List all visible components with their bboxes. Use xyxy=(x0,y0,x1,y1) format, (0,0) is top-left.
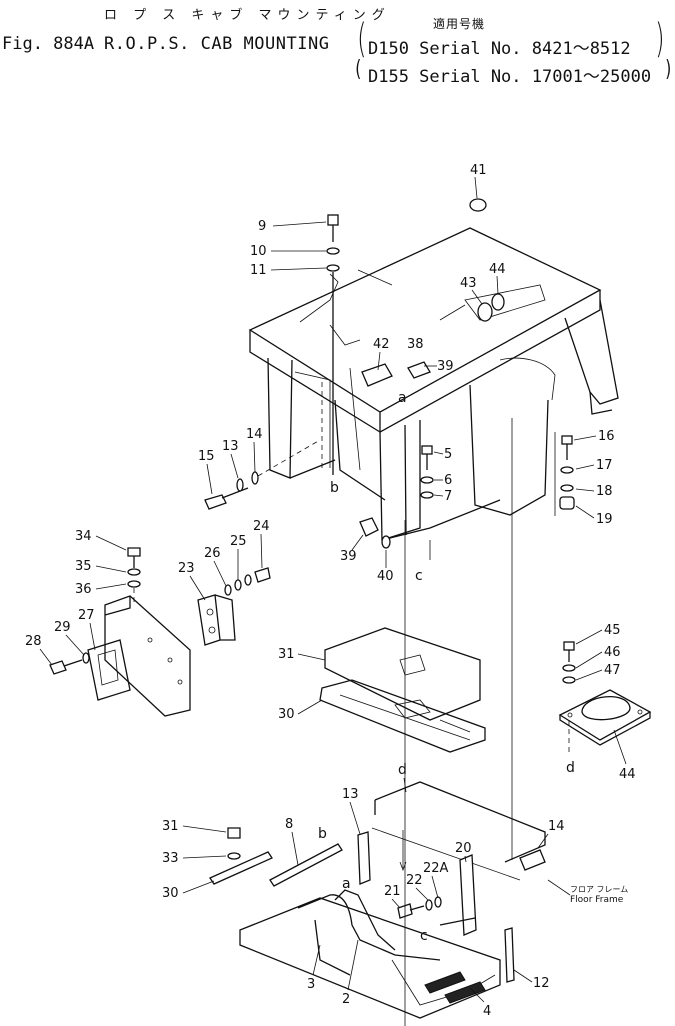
callout-39-bottom: 39 xyxy=(340,549,357,564)
ref-d-bottom: d xyxy=(398,762,407,778)
roof-bolt-stack xyxy=(326,214,340,475)
bracket-left: ( xyxy=(357,16,367,62)
callout-23: 23 xyxy=(178,561,195,576)
callout-17-right: 17 xyxy=(596,458,613,473)
callout-42: 42 xyxy=(373,337,390,352)
cushion-39-40 xyxy=(359,517,391,549)
callout-4: 4 xyxy=(483,1004,491,1019)
callout-26: 26 xyxy=(204,546,221,561)
floor-frame-label: フロア フレーム Floor Frame xyxy=(570,885,628,905)
callout-40-top: 39 xyxy=(437,359,454,374)
callout-28: 28 xyxy=(25,634,42,649)
floor-frame-drawing xyxy=(209,781,546,1019)
ref-c-top: c xyxy=(415,568,423,584)
callout-38: 36 xyxy=(75,582,92,597)
bracket-right: ) xyxy=(655,16,665,62)
callout-40-bottom: 40 xyxy=(377,569,394,584)
callout-5: 5 xyxy=(444,447,452,462)
callout-15: 15 xyxy=(198,449,215,464)
ref-a-top: a xyxy=(398,390,407,406)
callout-25: 25 xyxy=(230,534,247,549)
japanese-title: ロ プ ス キャブ マウンティング xyxy=(104,8,391,23)
bracket-27-assembly xyxy=(49,547,191,717)
japanese-applicable-models: 適用号機 xyxy=(433,17,486,31)
figure-title: R.O.P.S. CAB MOUNTING xyxy=(104,34,330,54)
callout-27: 27 xyxy=(78,608,95,623)
callout-10: 10 xyxy=(250,244,267,259)
callout-12: 12 xyxy=(533,976,550,991)
callout-29: 29 xyxy=(54,620,71,635)
ref-b-top: b xyxy=(330,480,339,496)
callout-35: 33 xyxy=(162,851,179,866)
rops-cab-drawing xyxy=(248,198,619,546)
callout-48: 47 xyxy=(604,663,621,678)
ref-a-bottom: a xyxy=(342,876,351,892)
callout-8: 8 xyxy=(285,817,293,832)
callout-34: 31 xyxy=(162,819,179,834)
callout-36: 34 xyxy=(75,529,92,544)
ref-b-bottom: b xyxy=(318,826,327,842)
callout-labels: 41 9 10 11 43 44 38 39 42 16 17 18 19 5 … xyxy=(25,163,636,1019)
callout-11: 11 xyxy=(250,263,267,278)
callout-13: 13 xyxy=(342,787,359,802)
serial-range-d150: D150 Serial No. 8421～8512 xyxy=(368,39,631,59)
callout-45: 44 xyxy=(619,767,636,782)
callout-16: 16 xyxy=(598,429,615,444)
callout-18-right: 18 xyxy=(596,484,613,499)
figure-header: ロ プ ス キャブ マウンティング 適用号機 Fig. 884A R.O.P.S… xyxy=(0,0,675,90)
callout-24: 24 xyxy=(253,519,270,534)
callout-47: 46 xyxy=(604,645,621,660)
callout-18-left: 14 xyxy=(246,427,263,442)
callout-2: 2 xyxy=(342,992,350,1007)
reference-letters: a b c d d b a c xyxy=(318,390,575,944)
bracket-left-2: ( xyxy=(355,57,362,82)
callout-9: 9 xyxy=(258,219,266,234)
bracket-23-assembly xyxy=(197,567,271,646)
ref-d-right: d xyxy=(566,760,575,776)
floor-frame-jp: フロア フレーム xyxy=(570,885,628,894)
callout-44: 44 xyxy=(489,262,506,277)
callout-20: 20 xyxy=(455,841,472,856)
callout-6: 6 xyxy=(444,473,452,488)
bracket-right-2: ) xyxy=(665,57,672,82)
callout-31: 31 xyxy=(278,647,295,662)
callout-21: 21 xyxy=(384,884,401,899)
callout-14: 14 xyxy=(548,819,565,834)
callout-37: 35 xyxy=(75,559,92,574)
callout-19: 19 xyxy=(596,512,613,527)
bolt-16-stack xyxy=(554,432,575,516)
callout-22: 22 xyxy=(406,873,423,888)
callout-22a: 22A xyxy=(423,861,449,876)
callout-39-top: 38 xyxy=(407,337,424,352)
callout-7: 7 xyxy=(444,489,452,504)
mount-45-assembly xyxy=(558,641,652,752)
ref-c-bottom: c xyxy=(420,928,428,944)
callout-41: 41 xyxy=(470,163,487,178)
floor-plates-30-31 xyxy=(319,627,486,753)
bolt-5-stack xyxy=(420,445,434,499)
callout-3: 3 xyxy=(307,977,315,992)
figure-number: Fig. 884A xyxy=(2,34,95,54)
callout-46: 45 xyxy=(604,623,621,638)
callout-30: 30 xyxy=(278,707,295,722)
floor-frame-en: Floor Frame xyxy=(570,895,624,905)
callout-17-left: 13 xyxy=(222,439,239,454)
callout-43: 43 xyxy=(460,276,477,291)
side-bolt-15-stack xyxy=(204,439,321,510)
callout-33: 30 xyxy=(162,886,179,901)
serial-range-d155: D155 Serial No. 17001～25000 xyxy=(368,67,652,87)
